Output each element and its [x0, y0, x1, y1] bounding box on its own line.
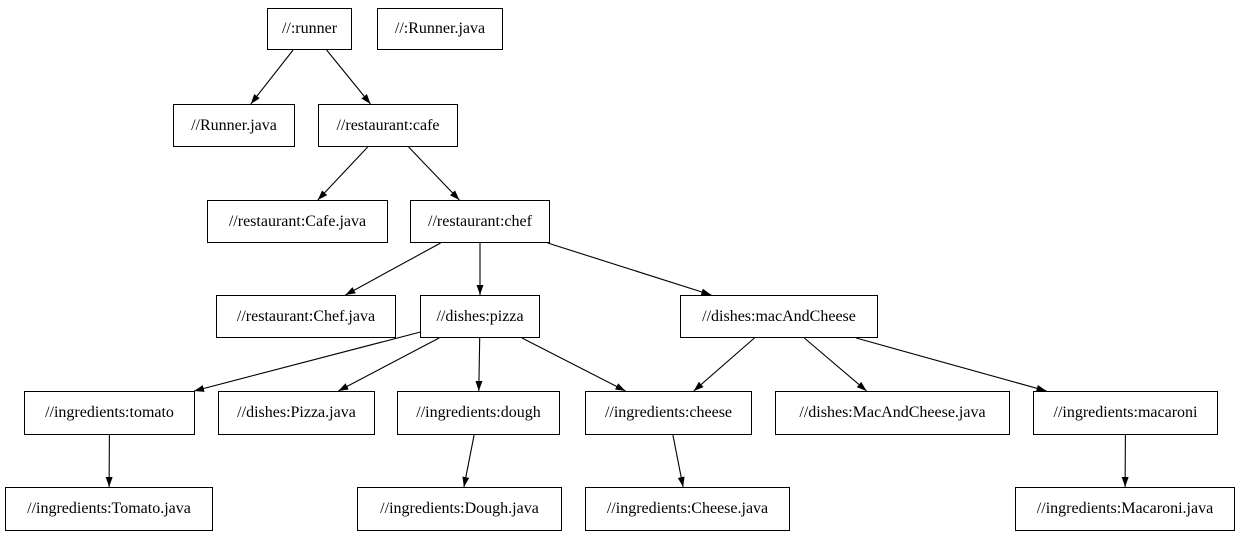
graph-node-cafe-java: //restaurant:Cafe.java: [207, 200, 388, 243]
graph-node-macaroni-java: //ingredients:Macaroni.java: [1015, 487, 1235, 531]
graph-node-runner-java-root: //:Runner.java: [377, 8, 503, 50]
graph-node-pizza: //dishes:pizza: [420, 295, 540, 338]
graph-edge-pizza-to-cheese: [521, 337, 626, 392]
graph-node-mac-and-cheese-java: //dishes:MacAndCheese.java: [775, 391, 1010, 435]
graph-edge-cafe-to-cafe-java: [317, 146, 369, 201]
graph-node-runner-java: //Runner.java: [173, 104, 295, 147]
graph-edge-pizza-to-pizza-java: [338, 337, 440, 392]
graph-node-label: //dishes:pizza: [436, 307, 524, 325]
graph-edge-runner-to-runner-java: [250, 49, 294, 105]
graph-node-chef: //restaurant:chef: [410, 200, 550, 243]
graph-node-runner: //:runner: [267, 8, 352, 50]
graph-node-chef-java: //restaurant:Chef.java: [216, 295, 396, 338]
graph-node-label: //restaurant:Chef.java: [236, 307, 376, 325]
graph-node-macaroni: //ingredients:macaroni: [1033, 391, 1218, 435]
graph-node-cheese: //ingredients:cheese: [585, 391, 752, 435]
graph-edge-pizza-to-dough: [475, 337, 483, 392]
graph-node-pizza-java: //dishes:Pizza.java: [218, 391, 375, 435]
graph-node-label: //:Runner.java: [394, 20, 486, 37]
graph-node-label: //ingredients:dough: [416, 404, 541, 421]
graph-node-cafe: //restaurant:cafe: [318, 104, 458, 147]
graph-edge-dough-to-dough-java: [462, 434, 475, 488]
graph-node-label: //dishes:macAndCheese: [702, 307, 856, 325]
graph-node-label: //ingredients:macaroni: [1053, 404, 1198, 421]
graph-node-dough: //ingredients:dough: [397, 391, 560, 435]
graph-node-label: //restaurant:chef: [428, 212, 532, 230]
graph-edge-chef-to-chef-java: [345, 242, 441, 296]
graph-node-label: //:runner: [281, 20, 338, 37]
graph-node-mac-and-cheese: //dishes:macAndCheese: [680, 295, 878, 338]
graph-node-label: //ingredients:Macaroni.java: [1036, 500, 1214, 517]
graph-node-label: //restaurant:Cafe.java: [228, 212, 367, 230]
graph-edge-mac-and-cheese-to-cheese: [693, 337, 755, 392]
graph-node-label: //ingredients:Cheese.java: [606, 500, 769, 517]
graph-node-label: //restaurant:cafe: [336, 116, 440, 134]
graph-node-label: //ingredients:cheese: [604, 404, 733, 421]
graph-edge-cafe-to-chef: [408, 146, 460, 201]
graph-node-label: //ingredients:Tomato.java: [27, 500, 191, 517]
graph-node-dough-java: //ingredients:Dough.java: [357, 487, 562, 531]
graph-node-label: //ingredients:tomato: [45, 404, 174, 421]
graph-edge-mac-and-cheese-to-mac-and-cheese-java: [803, 337, 867, 392]
graph-node-tomato-java: //ingredients:Tomato.java: [5, 487, 213, 531]
graph-node-tomato: //ingredients:tomato: [24, 391, 195, 435]
graph-edge-cheese-to-cheese-java: [672, 434, 685, 488]
graph-node-label: //Runner.java: [191, 116, 277, 134]
graph-node-cheese-java: //ingredients:Cheese.java: [585, 487, 790, 531]
graph-node-label: //ingredients:Dough.java: [380, 500, 539, 517]
graph-edge-chef-to-mac-and-cheese: [547, 242, 712, 296]
graph-node-label: //dishes:Pizza.java: [237, 404, 356, 421]
graph-edge-pizza-to-tomato: [193, 331, 421, 392]
graph-edge-mac-and-cheese-to-macaroni: [856, 337, 1047, 392]
graph-node-label: //dishes:MacAndCheese.java: [799, 404, 986, 421]
graph-edge-runner-to-cafe: [326, 49, 371, 105]
